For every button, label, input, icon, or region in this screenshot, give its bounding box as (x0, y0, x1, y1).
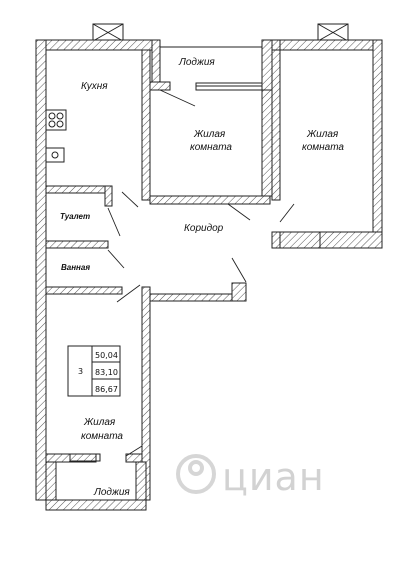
area-table-living-area: 50,04 (95, 351, 118, 360)
area-table-total-with-loggia: 86,67 (95, 385, 118, 394)
area-table: 3 50,04 83,10 86,67 (67, 345, 121, 397)
watermark-text: циан (222, 455, 325, 499)
interior-walls (45, 49, 383, 501)
room-label-kitchen: Кухня (81, 81, 108, 92)
vent-box-right (317, 23, 349, 42)
room-label-living-right-1: Жилая (306, 129, 339, 140)
room-label-living-center-2: комната (190, 142, 232, 153)
room-label-loggia-bottom: Лоджия (93, 487, 130, 498)
vent-box-left (92, 23, 124, 42)
room-label-living-bottom-1: Жилая (83, 417, 116, 428)
stove-icon (45, 109, 67, 131)
door-swings (107, 89, 295, 457)
room-label-living-right-2: комната (302, 142, 344, 153)
room-label-bathroom: Ванная (61, 263, 90, 272)
room-label-toilet: Туалет (60, 212, 90, 221)
room-label-corridor: Коридор (184, 223, 224, 234)
area-table-total-area: 83,10 (95, 368, 118, 377)
bottom-loggia (45, 453, 147, 511)
sink-icon (45, 147, 65, 163)
room-label-living-center-1: Жилая (193, 129, 226, 140)
room-label-living-bottom-2: комната (81, 431, 123, 442)
watermark-logo-icon (176, 454, 216, 494)
room-label-loggia-top: Лоджия (178, 57, 215, 68)
area-table-rooms-count: 3 (78, 367, 83, 376)
